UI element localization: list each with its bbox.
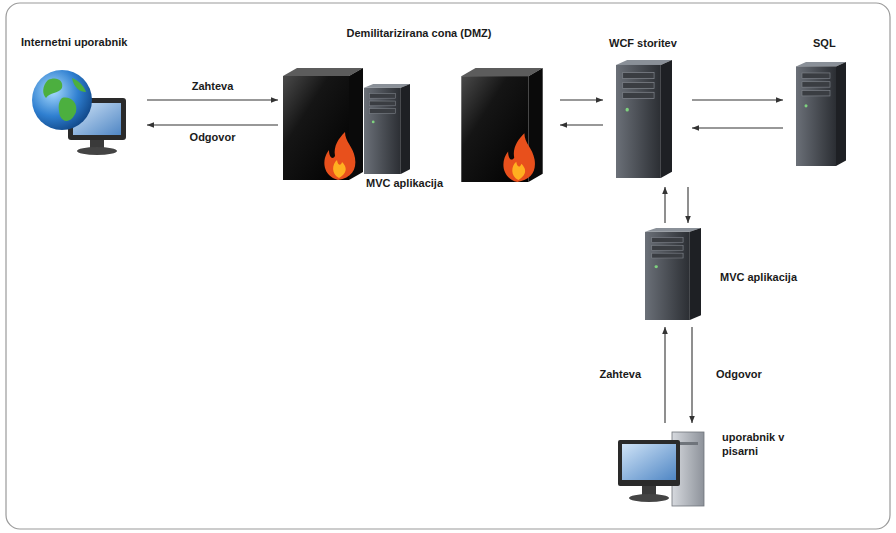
- server: [645, 228, 701, 320]
- arrow-connector: [560, 99, 603, 100]
- office-pc-icon: [618, 432, 704, 506]
- monitor-stand: [90, 140, 104, 148]
- arrow-connector: [692, 99, 783, 100]
- continent: [72, 78, 86, 92]
- monitor-screen: [622, 444, 676, 480]
- node-label: uporabnik v pisarni: [722, 431, 786, 459]
- node-label: Internetni uporabnik: [21, 36, 127, 50]
- monitor-base: [629, 494, 669, 502]
- edge-label: Odgovor: [188, 131, 238, 145]
- node-label: Demilitarizirana cona (DMZ): [280, 27, 558, 41]
- node-label: MVC aplikacija: [366, 177, 443, 191]
- firewall: [461, 68, 542, 182]
- arrow-connector: [664, 327, 665, 423]
- edge-label: Zahteva: [597, 368, 643, 382]
- database-server: SQL: [785, 35, 860, 175]
- monitor-frame: [618, 440, 680, 486]
- arrow-connector: [691, 327, 692, 423]
- node-label: WCF storitev: [609, 37, 677, 51]
- globe: [32, 70, 92, 130]
- office-user: uporabnik v pisarni: [610, 425, 790, 515]
- monitor-base: [77, 147, 117, 155]
- node-label: MVC aplikacija: [720, 271, 797, 285]
- app-server: MVC aplikacija: [640, 225, 815, 325]
- internet-user: Internetni uporabnik: [15, 32, 145, 162]
- firewall: [283, 68, 363, 180]
- edge-label: Zahteva: [190, 80, 236, 94]
- arrow-connector: [147, 99, 278, 100]
- arrow-connector: [692, 127, 783, 128]
- frame: [6, 3, 890, 529]
- dmz-zone: Demilitarizirana cona (DMZ) MVC aplikacij…: [280, 25, 558, 197]
- arrow-connector: [664, 187, 665, 223]
- node-label: SQL: [813, 37, 836, 51]
- arrow-connector: [147, 124, 278, 125]
- edge-label: Odgovor: [714, 368, 764, 382]
- server: [616, 60, 672, 178]
- arrow-connector: [687, 187, 688, 223]
- service-server: WCF storitev: [605, 35, 690, 185]
- arrow-connector: [560, 124, 603, 125]
- app-server: MVC aplikacija: [362, 82, 457, 195]
- internet-user-icon: [32, 70, 126, 155]
- continent: [59, 98, 77, 121]
- server: [364, 84, 410, 174]
- server: [796, 62, 846, 166]
- pc-drive: [678, 442, 698, 445]
- continent: [43, 78, 62, 98]
